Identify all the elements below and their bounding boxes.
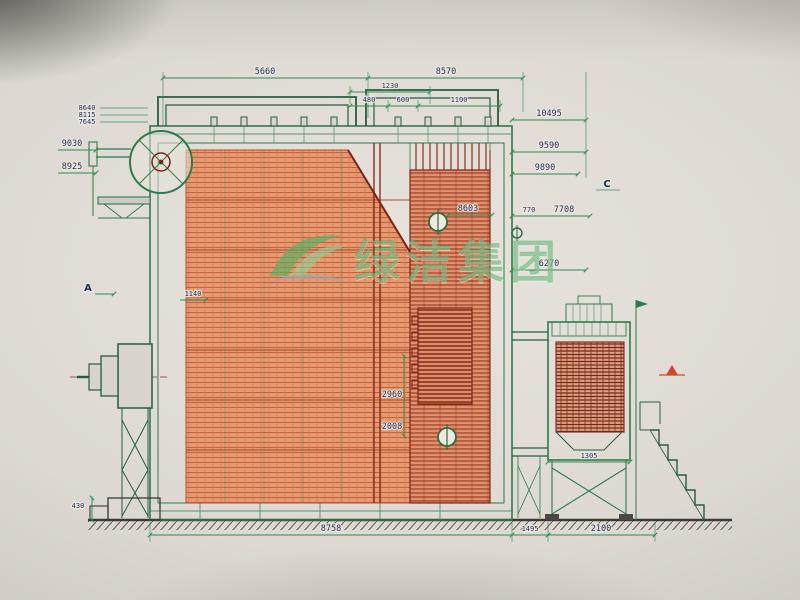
economizer-unit [512, 295, 648, 520]
dim-label: 2100 [591, 524, 611, 534]
flue-ducts [512, 331, 548, 457]
dim-label: 7708 [554, 205, 574, 215]
dim-label: 9590 [539, 141, 559, 151]
mast-flag [636, 300, 648, 308]
drum-fittings [210, 116, 492, 127]
access-stairs [639, 401, 705, 521]
dim-label-base-span: 8758 [321, 524, 341, 534]
drive-pedestal [121, 408, 149, 518]
dim-label: 8603 [458, 204, 478, 214]
hanging-tubes [409, 142, 491, 171]
economizer-legs [551, 460, 627, 516]
dim-label: 6270 [539, 259, 559, 269]
dimension-annotations: 5660 8570 1230 480 600 1100 10495 9590 9… [58, 66, 658, 542]
left-platform-bracket [97, 196, 151, 219]
section-marker-c: C [603, 179, 610, 190]
stair-railing [639, 401, 661, 431]
dim-label-top-left-span: 5660 [255, 67, 275, 77]
furnace-chamber [185, 149, 411, 504]
dim-label: 8115 [79, 111, 96, 119]
dim-label: 1140 [185, 290, 202, 298]
dim-label: 480 [363, 96, 376, 104]
dim-label: 770 [523, 206, 536, 214]
dim-label: 8925 [62, 162, 82, 172]
division-wall-tubes [373, 143, 381, 503]
furnace-nose-line [347, 149, 411, 253]
dim-label: 8640 [79, 104, 96, 112]
duct-supports [517, 456, 541, 518]
dim-label-overall-height: 10495 [536, 109, 562, 119]
dim-label-top-right-span: 8570 [436, 67, 456, 77]
manhole-lower [437, 424, 457, 450]
dim-label: 600 [397, 96, 410, 104]
dim-label: 1100 [451, 96, 468, 104]
ash-hopper [555, 431, 623, 451]
dim-label: 430 [72, 502, 85, 510]
dim-label: 1305 [581, 452, 598, 460]
dim-label: 2960 [382, 390, 402, 400]
steam-piping [157, 89, 499, 127]
foundation-block [107, 497, 161, 521]
wall-fitting [511, 225, 523, 241]
dim-label: 7645 [79, 118, 96, 126]
left-nozzle-pipes [96, 148, 131, 158]
rear-gas-pass [373, 142, 523, 504]
dim-label: 2008 [382, 422, 402, 432]
superheater-coil [417, 307, 473, 405]
economizer-tube-bank [555, 341, 625, 433]
ground-line [88, 518, 732, 530]
manhole-upper [428, 209, 448, 235]
dim-label: 1495 [522, 525, 539, 533]
dim-label: 1230 [382, 82, 399, 90]
dim-label: 9030 [62, 139, 82, 149]
elevation-marker [659, 365, 685, 376]
grate-drive-assembly [70, 343, 168, 521]
dim-label: 9890 [535, 163, 555, 173]
drum-end-view [88, 130, 193, 219]
section-marker-a: A [84, 283, 92, 294]
